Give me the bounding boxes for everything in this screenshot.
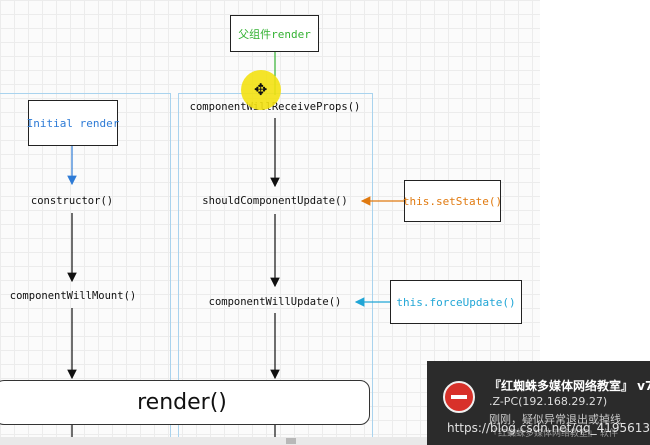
- notification-footer: 『红蜘蛛多媒体网络教室』 软件: [489, 429, 618, 439]
- initial-render-label: Initial render: [26, 116, 120, 130]
- cursor-highlight: [241, 70, 281, 110]
- should-update-label: shouldComponentUpdate(): [202, 195, 348, 207]
- parent-render-label: 父组件render: [238, 27, 311, 41]
- render-box: render(): [0, 380, 370, 425]
- stop-icon: [443, 381, 475, 413]
- parent-render-box: 父组件render: [230, 15, 319, 52]
- move-cursor-icon: ✥: [254, 80, 268, 99]
- render-label: render(): [137, 390, 227, 415]
- will-update-label: componentWillUpdate(): [208, 296, 342, 308]
- notification-toast[interactable]: 『红蜘蛛多媒体网络教室』 v7. .Z-PC(192.168.29.27) 刚刚…: [427, 361, 650, 445]
- scrollbar-thumb[interactable]: [286, 438, 296, 444]
- notification-message: 刚刚，疑似异常退出或掉线: [489, 413, 621, 426]
- will-receive-props-label: componentWillReceiveProps(): [189, 101, 361, 113]
- constructor-label: constructor(): [30, 195, 114, 207]
- set-state-label: this.setState(): [402, 194, 503, 208]
- force-update-label: this.forceUpdate(): [396, 295, 516, 309]
- notification-title: 『红蜘蛛多媒体网络教室』 v7.: [489, 379, 650, 393]
- notification-host: .Z-PC(192.168.29.27): [489, 395, 608, 408]
- set-state-box: this.setState(): [402, 180, 503, 222]
- force-update-box: this.forceUpdate(): [390, 280, 522, 324]
- initial-render-box: Initial render: [26, 100, 120, 146]
- horizontal-scrollbar[interactable]: [0, 437, 427, 445]
- watermark: https://blog.csdn.net/qq_41956139: [447, 421, 650, 435]
- will-mount-label: componentWillMount(): [9, 290, 137, 302]
